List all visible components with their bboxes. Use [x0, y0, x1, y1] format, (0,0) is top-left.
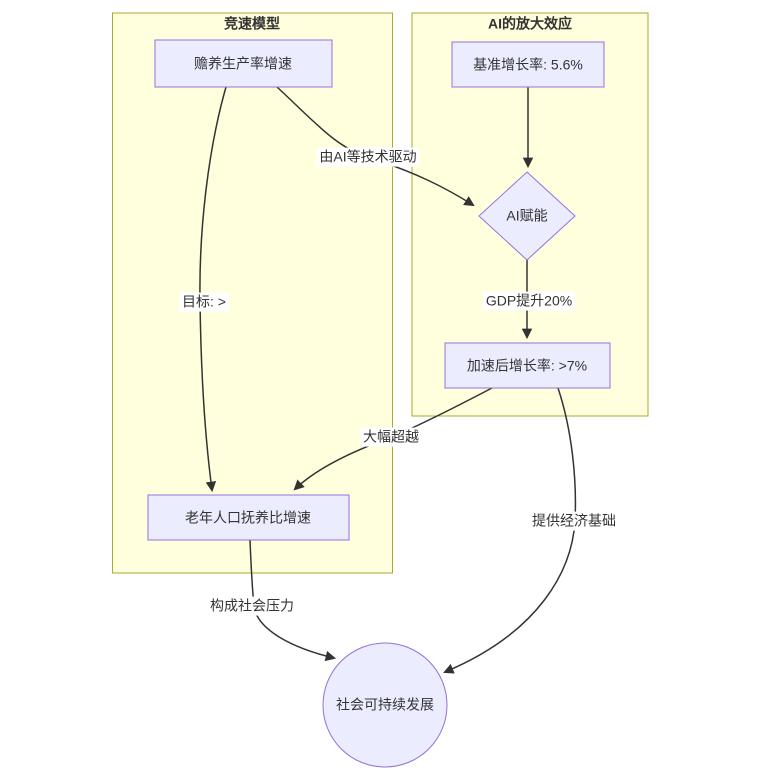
node-baseline-box — [451, 41, 605, 88]
edge-label-ai-driven: 由AI等技术驱动 — [316, 147, 420, 167]
node-ai-label: AI赋能 — [506, 207, 548, 224]
subgraph-title-ai-effect: AI的放大效应 — [488, 15, 572, 32]
node-productivity-box — [154, 39, 333, 88]
edge-label-economic-basis: 提供经济基础 — [529, 511, 619, 531]
edge-label-social-pressure: 构成社会压力 — [207, 596, 297, 616]
edge-label-gdp-boost: GDP提升20% — [482, 291, 576, 311]
edge-label-surpass: 大幅超越 — [360, 427, 422, 447]
node-sustainable-label: 社会可持续发展 — [336, 696, 434, 713]
node-accelerated-label: 加速后增长率: >7% — [466, 357, 588, 374]
edge-label-target: 目标: > — [179, 292, 229, 312]
node-productivity-label: 赡养生产率增速 — [194, 55, 292, 72]
node-dependency-box — [147, 494, 350, 541]
subgraph-title-race-model: 竞速模型 — [224, 15, 280, 32]
node-baseline-label: 基准增长率: 5.6% — [473, 56, 583, 73]
subgraph-race-model — [112, 12, 393, 574]
node-sustainable-circle — [322, 642, 448, 768]
node-ai-diamond — [478, 171, 576, 261]
node-dependency-label: 老年人口抚养比增速 — [185, 509, 311, 526]
node-accelerated-box — [444, 342, 611, 389]
